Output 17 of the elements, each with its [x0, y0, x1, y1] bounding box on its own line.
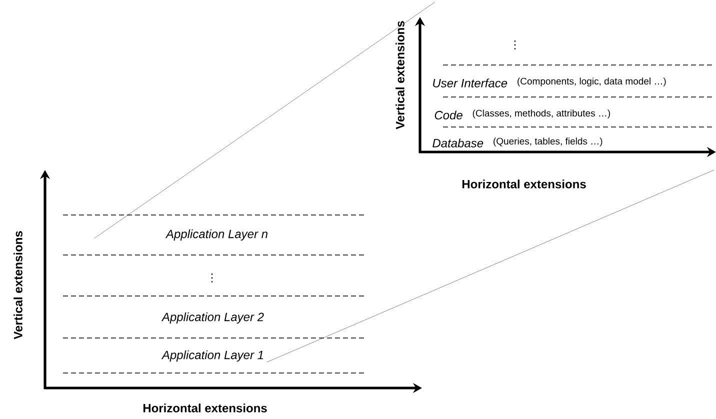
ellipsis: ⋮ [211, 274, 213, 282]
layer-label: Code [434, 110, 462, 120]
zoom-line [94, 2, 436, 238]
layer-label: User Interface [433, 78, 508, 88]
layer-description: (Components, logic, data model …) [518, 78, 666, 86]
layer-description: (Queries, tables, fields …) [494, 138, 602, 146]
axis-label: Vertical extensions [14, 231, 22, 340]
layer-label: Application Layer 2 [161, 312, 264, 324]
axis-label: Vertical extensions [396, 21, 404, 130]
axis-label: Horizontal extensions [462, 180, 586, 188]
layer-label: Application Layer 1 [161, 350, 263, 362]
layer-label: Application Layer n [165, 229, 268, 241]
axis-label: Horizontal extensions [143, 404, 267, 412]
layer-label: Database [432, 138, 484, 148]
zoom-line [266, 170, 714, 362]
layer-description: (Classes, methods, attributes …) [472, 110, 610, 118]
ellipsis: ⋮ [514, 40, 516, 50]
